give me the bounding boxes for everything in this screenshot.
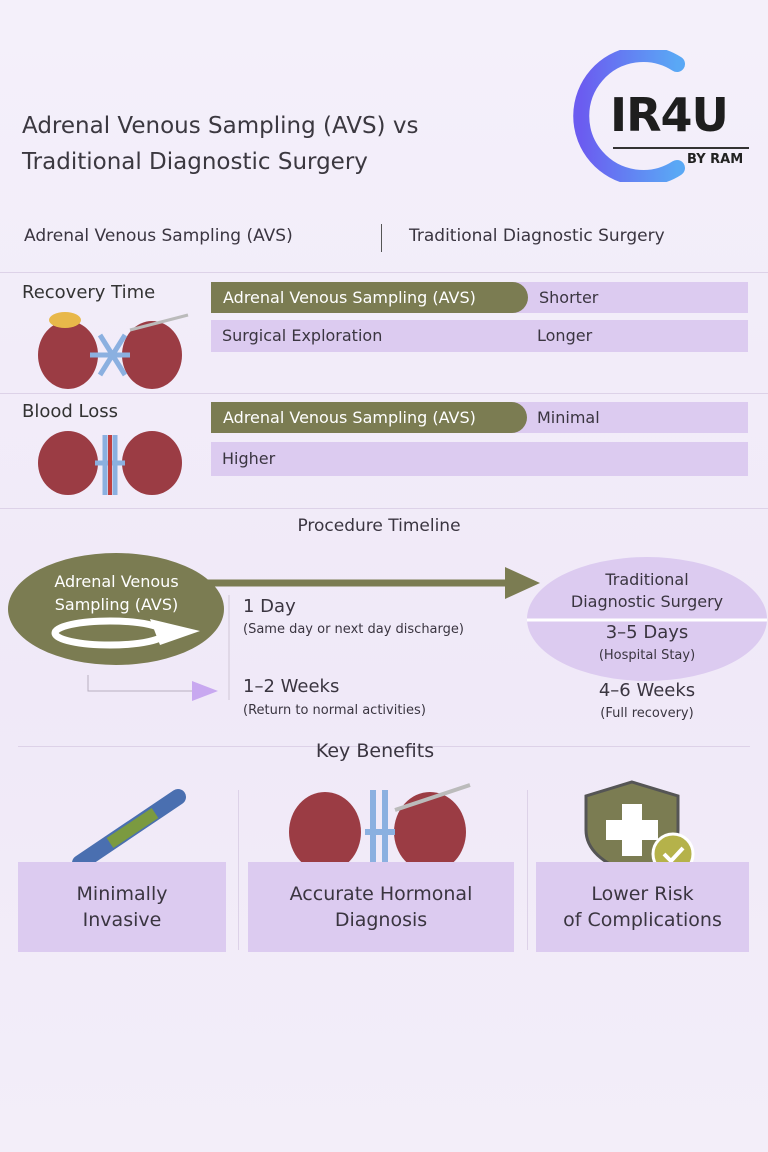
divider — [527, 790, 528, 950]
timeline-title: Procedure Timeline — [297, 516, 461, 536]
timeline-4-6-weeks-note: (Full recovery) — [600, 706, 694, 721]
kidney-illustration-icon — [38, 431, 182, 495]
blood-loss-label: Blood Loss — [22, 401, 119, 422]
header-avs: Adrenal Venous Sampling (AVS) — [24, 226, 293, 246]
timeline-1-2-weeks: 1–2 Weeks — [243, 676, 340, 697]
logo-c-icon — [573, 46, 749, 186]
kidney-illustration-icon — [38, 312, 189, 389]
timeline-1-day: 1 Day — [243, 596, 296, 617]
divider — [0, 393, 768, 394]
recovery-avs-value: Shorter — [539, 288, 599, 307]
avs-pill: Adrenal Venous Sampling (AVS) — [211, 402, 527, 433]
blood-avs-value: Minimal — [537, 408, 600, 427]
logo: IR4U BY RAM — [565, 46, 755, 186]
benefits-title: Key Benefits — [315, 740, 435, 762]
recovery-row-surgery — [211, 320, 748, 352]
divider — [0, 272, 768, 273]
recovery-label: Recovery Time — [22, 282, 156, 303]
timeline-3-5-days: 3–5 Days — [605, 622, 689, 643]
recovery-surgery-value: Longer — [537, 326, 593, 345]
shield-check-icon — [584, 780, 695, 876]
header-divider — [381, 224, 382, 252]
timeline-3-5-days-note: (Hospital Stay) — [598, 648, 696, 663]
recovery-surgery-name: Surgical Exploration — [222, 326, 383, 345]
avs-pill: Adrenal Venous Sampling (AVS) — [211, 282, 528, 313]
timeline-graphic — [8, 553, 767, 701]
header-surgery: Traditional Diagnostic Surgery — [409, 226, 665, 246]
blood-row-surgery — [211, 442, 748, 476]
timeline-1-day-note: (Same day or next day discharge) — [243, 622, 464, 637]
divider — [238, 790, 239, 950]
blood-surgery-value: Higher — [222, 449, 276, 468]
divider — [18, 746, 750, 747]
timeline-4-6-weeks: 4–6 Weeks — [598, 680, 696, 701]
divider — [0, 508, 768, 509]
timeline-1-2-weeks-note: (Return to normal activities) — [243, 703, 426, 718]
kidney-illustration-icon — [289, 783, 471, 872]
